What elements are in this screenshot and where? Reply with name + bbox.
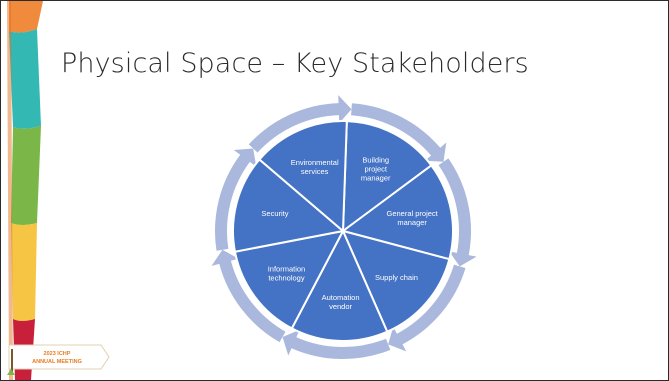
segment-label: Supply chain (375, 273, 418, 282)
cycle-segment (290, 228, 389, 342)
stripe-orange (9, 1, 43, 33)
cycle-segment (341, 229, 451, 334)
stripe-teal (9, 29, 41, 129)
cycle-segment (232, 158, 346, 253)
cycle-segment (258, 120, 348, 234)
cycle-arrow (282, 329, 391, 359)
stripe-orange-edge (7, 1, 13, 380)
slide-title: Physical Space – Key Stakeholders (61, 48, 529, 79)
annual-meeting-badge: 2023 ICHP ANNUAL MEETING (7, 344, 110, 375)
cycle-arrow (248, 95, 352, 153)
cycle-arrow (388, 264, 466, 352)
cycle-arrow (211, 249, 286, 343)
cycle-segment (340, 164, 454, 261)
cycle-segment (341, 120, 433, 234)
segment-label: Security (261, 209, 288, 218)
decorative-stripes (7, 1, 43, 380)
badge-line2: ANNUAL MEETING (32, 359, 82, 365)
cycle-segment (233, 229, 345, 330)
cycle-arrow (438, 158, 477, 267)
stripe-green (11, 126, 41, 225)
cycle-arrow (215, 148, 257, 251)
stripe-yellow (11, 223, 37, 321)
cycle-arrow (351, 103, 447, 162)
badge-line1: 2023 ICHP (44, 351, 71, 357)
